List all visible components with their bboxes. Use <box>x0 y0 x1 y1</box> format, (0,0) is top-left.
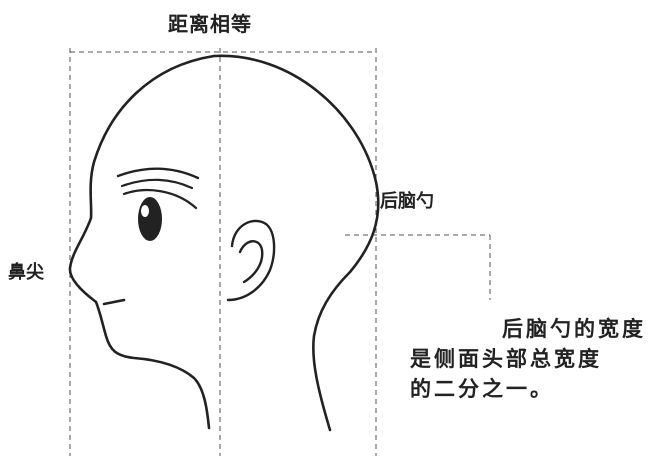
ear-outer <box>226 219 276 302</box>
head-outline-back <box>212 54 380 432</box>
eye-group <box>116 167 200 241</box>
ear-group <box>226 219 276 302</box>
eye-highlight <box>141 205 149 217</box>
proportion-note: 后脑勺的宽度 是侧面头部总宽度 的二分之一。 <box>410 314 654 404</box>
diagram-title: 距离相等 <box>168 12 252 36</box>
head-outline-front <box>68 54 216 430</box>
occiput-label: 后脑勺 <box>380 191 434 212</box>
ear-inner <box>238 240 264 284</box>
eyelid-line <box>122 188 198 210</box>
eye-iris <box>138 197 162 241</box>
eyebrow-lower <box>120 178 194 190</box>
nose-tip-label: 鼻尖 <box>8 262 44 283</box>
note-line-3: 的二分之一。 <box>410 377 554 401</box>
note-line-2: 是侧面头部总宽度 <box>410 347 602 371</box>
eyebrow-upper <box>116 167 200 180</box>
note-line-1: 后脑勺的宽度 <box>502 317 646 341</box>
mouth-line <box>102 298 126 306</box>
